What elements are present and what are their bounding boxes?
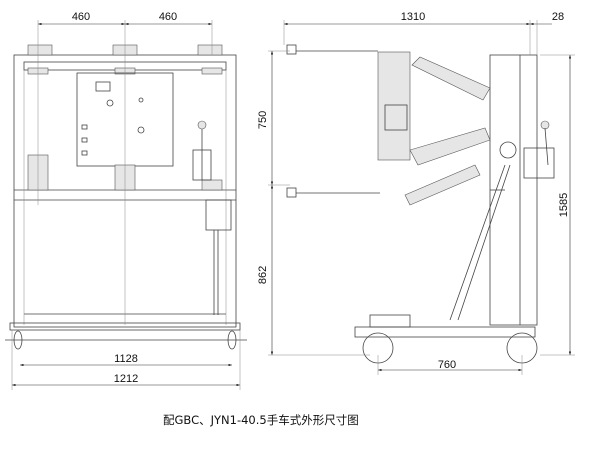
- drawing-caption: 配GBC、JYN1-40.5手车式外形尺寸图: [163, 413, 359, 427]
- dim-1212: 1212: [114, 373, 138, 385]
- dim-1128: 1128: [114, 353, 138, 365]
- dim-1310: 1310: [401, 11, 425, 23]
- dim-1585: 1585: [558, 193, 570, 217]
- dim-28: 28: [552, 11, 564, 23]
- side-view: [286, 44, 555, 364]
- front-dimensions: 460 460 1128 1212: [11, 11, 241, 390]
- side-dimensions: 750 862 1310 28 1585 760: [257, 11, 575, 375]
- dim-460-right: 460: [159, 11, 177, 23]
- dim-750: 750: [257, 111, 269, 129]
- vacuum-pole: [377, 51, 411, 161]
- dim-760: 760: [438, 359, 456, 371]
- front-view: [5, 20, 247, 350]
- dim-862: 862: [257, 266, 269, 284]
- dim-460-left: 460: [72, 11, 90, 23]
